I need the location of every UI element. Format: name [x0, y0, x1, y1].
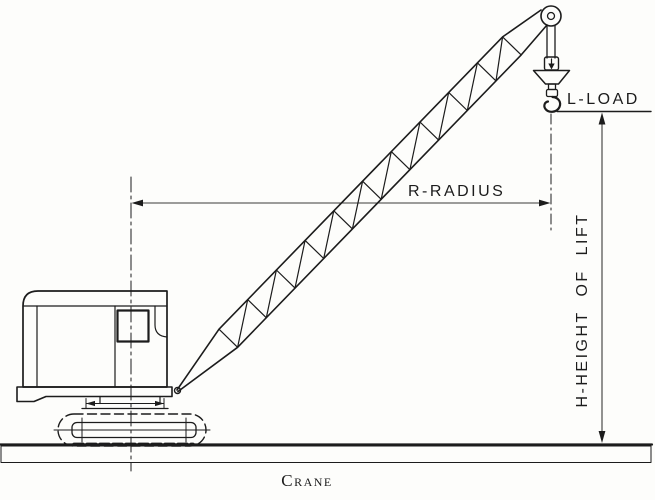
boom-upper-chord [176, 9, 542, 391]
crawler-track [53, 413, 211, 447]
figure-caption: Crane [281, 471, 333, 490]
swing-arrow-right [155, 400, 164, 407]
block-arrow-head [548, 63, 555, 70]
boom-lower-chord [177, 24, 548, 393]
height-arrow-top [598, 112, 606, 125]
boom-foot-pivot [173, 386, 182, 395]
pulley-hub [546, 11, 556, 21]
swivel-link-lower [545, 88, 559, 98]
hoist-tackle [532, 5, 571, 113]
turntable [81, 395, 169, 410]
cab-outline [22, 290, 168, 388]
hook [543, 95, 562, 113]
cab-window [116, 309, 150, 343]
radius-arrow-right [539, 199, 551, 207]
load-label: L-LOAD [567, 91, 640, 108]
head-pulley [540, 5, 562, 27]
crane-cab [16, 290, 173, 403]
boom-lacing [218, 36, 522, 348]
block-wings [532, 69, 571, 85]
height-of-lift-label: H-HEIGHT OF LIFT [574, 212, 591, 408]
height-arrow-bottom [598, 431, 606, 443]
cab-right-detail [154, 305, 168, 338]
radius-arrow-left [131, 199, 143, 207]
lattice-boom [173, 9, 548, 395]
swing-arrow-left [86, 400, 95, 407]
cab-deck [16, 386, 173, 403]
radius-label: R-RADIUS [408, 183, 506, 200]
ground-hatching [0, 445, 652, 463]
swivel-link-upper [547, 83, 557, 91]
